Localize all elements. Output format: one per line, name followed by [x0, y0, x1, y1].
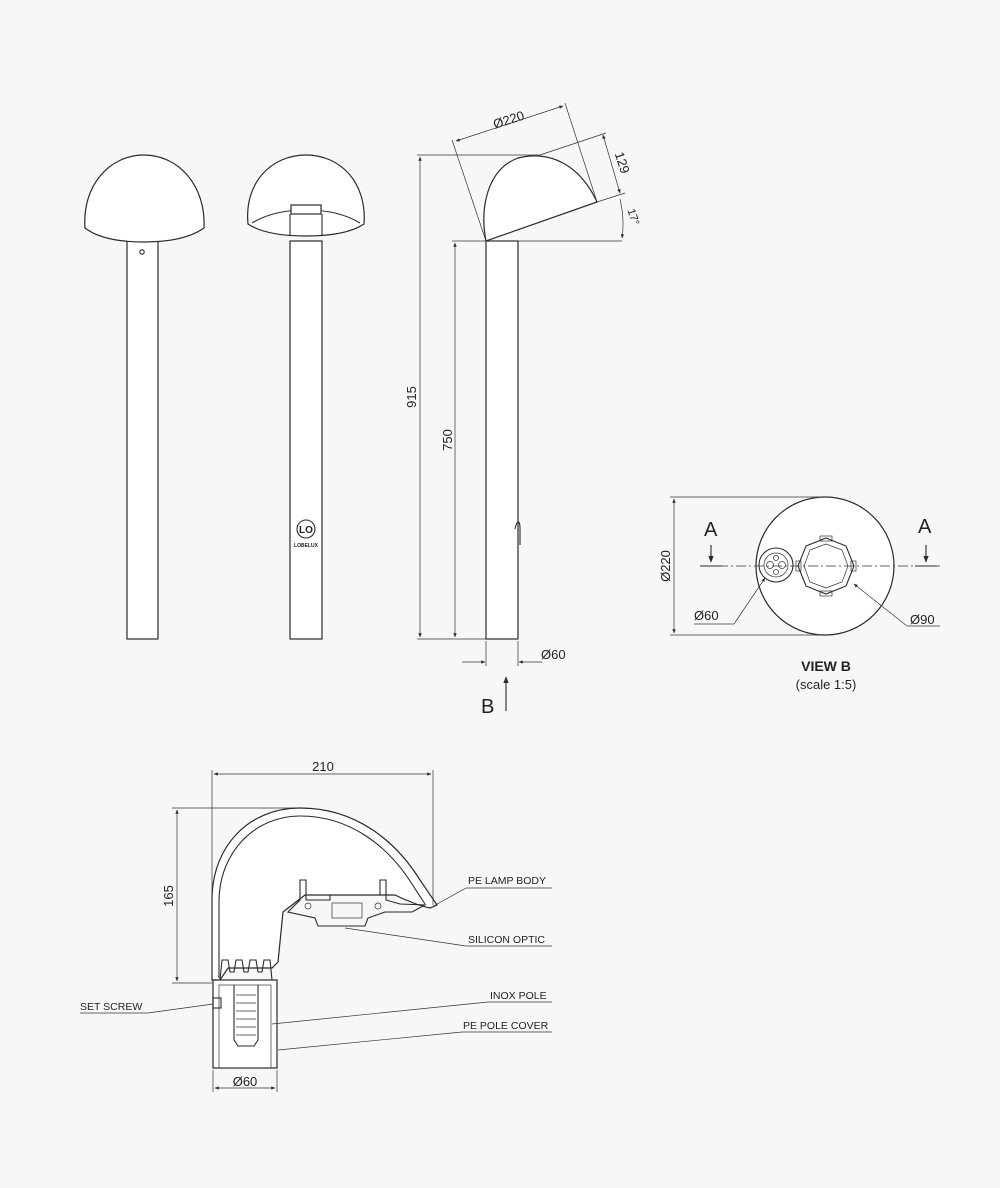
fitting-small [758, 547, 794, 583]
pole-back [289, 240, 323, 640]
section-marker-right: A [918, 516, 932, 538]
callout-lamp-body: PE LAMP BODY [468, 875, 546, 887]
logo: LO LOBELUX [294, 519, 319, 549]
viewb-dim-diameter: Ø220 [658, 550, 673, 582]
inox-pole-wall [218, 984, 272, 1069]
dim-dome-diameter: Ø220 [491, 108, 526, 132]
lamp-body-inner [218, 815, 426, 978]
dim-pole-height: 750 [440, 429, 455, 451]
viewb-dim-small: Ø60 [694, 608, 719, 623]
fitting-large [797, 537, 855, 595]
lamp-socket [290, 204, 322, 215]
dim-dome-height: 129 [612, 150, 633, 175]
section-dim-width: 210 [312, 759, 334, 774]
logo-partial [514, 521, 521, 545]
section-marker-left: A [704, 519, 718, 541]
dome-back [247, 154, 365, 237]
pole-side [485, 240, 519, 640]
lamp-body-section [211, 807, 438, 981]
section-view: 210 165 Ø60 PE LAMP BODY SILICON OPTIC I… [80, 759, 552, 1092]
dim-pole-diameter: Ø60 [541, 647, 566, 662]
view-marker-b: B [481, 696, 494, 718]
screw-dot [139, 249, 145, 255]
view-b-title: VIEW B [801, 658, 851, 674]
dome-front [84, 154, 205, 243]
dome-side [483, 155, 598, 242]
section-dim-height: 165 [161, 885, 176, 907]
logo-circle [296, 519, 316, 539]
dim-overall-height: 915 [404, 386, 419, 408]
callout-optic: SILICON OPTIC [468, 934, 545, 946]
logo-mark: LO [299, 525, 313, 536]
side-view: 915 750 Ø220 129 17° Ø60 B [404, 102, 642, 718]
view-b-scale: (scale 1:5) [796, 677, 857, 692]
viewb-dim-large: Ø90 [910, 612, 935, 627]
inner-bolt [233, 985, 259, 1047]
optic-module [286, 879, 428, 927]
logo-name: LOBELUX [294, 543, 319, 549]
set-screw [212, 997, 222, 1009]
callout-set-screw: SET SCREW [80, 1001, 142, 1013]
neck-lines [289, 214, 323, 236]
view-b: A A Ø220 Ø60 Ø90 VIEW B (scale 1:5) [658, 496, 940, 692]
section-dim-pole: Ø60 [233, 1074, 258, 1089]
optic-lens [331, 902, 363, 919]
back-view: LO LOBELUX [247, 154, 365, 640]
pole-front [126, 240, 159, 640]
callout-inox-pole: INOX POLE [490, 990, 547, 1002]
front-view [84, 154, 205, 640]
pole-section [212, 979, 278, 1069]
dim-tilt-angle: 17° [625, 207, 642, 227]
connector-bellows [219, 959, 273, 981]
callout-pole-cover: PE POLE COVER [463, 1020, 549, 1032]
